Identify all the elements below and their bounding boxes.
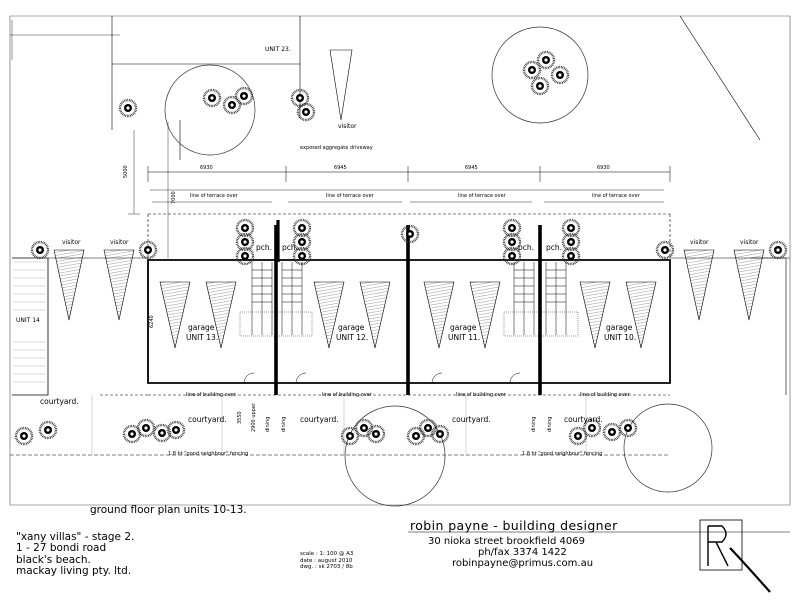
label-garage-12: garage [338, 323, 365, 332]
label-courtyard-14: courtyard. [40, 397, 79, 406]
project-suburb: black's beach. [16, 553, 91, 566]
label-fencing-left: 1.8 ht "good neighbour" fencing [168, 451, 249, 457]
label-terrace-over-10: line of terrace over [592, 193, 640, 199]
label-unit-11: UNIT 11. [448, 333, 481, 342]
drawing-scale: scale : 1: 100 @ A3 [300, 551, 354, 557]
label-unit-14: UNIT 14 [16, 317, 40, 324]
project-address: 1 - 27 bondi road [16, 542, 107, 555]
label-courtyard-10: courtyard. [564, 415, 603, 424]
label-courtyard-13: courtyard. [188, 415, 227, 424]
label-terrace-over-11: line of terrace over [458, 193, 506, 199]
label-terrace-over-12: line of terrace over [326, 193, 374, 199]
label-visitor-3: visitor [690, 239, 709, 246]
project-details: "xany villas" - stage 2. 1 - 27 bondi ro… [16, 531, 135, 577]
label-building-over-10: line of building over [580, 392, 630, 398]
label-porch-13: pch. [256, 243, 273, 252]
label-dining-13: dining [265, 416, 271, 432]
drawing-number: dwg. : sk 2703 / 8b [300, 564, 353, 571]
label-visitor-1: visitor [62, 239, 81, 246]
label-garage-10: garage [606, 323, 633, 332]
dim-top-4: 6930 [597, 165, 610, 171]
label-fencing-right: 1.8 ht "good neighbour" fencing [522, 451, 603, 457]
label-terrace-over-13: line of terrace over [190, 193, 238, 199]
designer-phone: ph/fax 3374 1422 [478, 546, 567, 558]
drawing-date: date : august 2010 [300, 557, 353, 564]
label-unit-13: UNIT 13. [186, 333, 219, 342]
label-driveway: exposed aggregate driveway [300, 145, 373, 151]
label-courtyard-11: courtyard. [452, 415, 491, 424]
dim-6240: 6240 [149, 315, 155, 328]
label-building-over-11: line of building over [456, 392, 506, 398]
designer-contact: 30 nioka street brookfield 4069 ph/fax 3… [428, 536, 594, 569]
dim-top-3: 6945 [465, 165, 478, 171]
drawing-meta: scale : 1: 100 @ A3 date : august 2010 d… [300, 551, 353, 571]
label-visitor-4: visitor [740, 239, 759, 246]
shrub-symbols [14, 50, 788, 446]
label-visitor-2: visitor [110, 239, 129, 246]
dim-top-2: 6945 [334, 165, 347, 171]
designer-logo [699, 519, 771, 593]
project-name: "xany villas" - stage 2. [16, 531, 135, 543]
parking-bay-markings [53, 249, 765, 349]
label-top-visitor: visitor [338, 123, 357, 130]
label-building-over-12: line of building over [322, 392, 372, 398]
label-porch-11: pch. [518, 243, 535, 252]
label-unit-12: UNIT 12. [336, 333, 369, 342]
designer-address: 30 nioka street brookfield 4069 [428, 536, 585, 547]
dim-5000: 5000 [123, 165, 129, 178]
label-dining-10: dining [547, 416, 553, 432]
project-client: mackay living pty. ltd. [16, 564, 132, 577]
label-unit-10: UNIT 10. [604, 333, 637, 342]
label-garage-13: garage [188, 323, 215, 332]
tree-canopies [164, 26, 713, 507]
dim-3550: 3550 [237, 411, 243, 424]
label-building-over-13: line of building over [186, 392, 236, 398]
drawing-title: ground floor plan units 10-13. [90, 504, 247, 516]
label-garage-11: garage [450, 323, 477, 332]
label-top-unit: UNIT 23. [265, 46, 291, 53]
label-courtyard-12: courtyard. [300, 415, 339, 424]
dim-2900-upper: 2900 upper [251, 403, 257, 432]
label-dining-12: dining [281, 416, 287, 432]
designer-email: robinpayne@primus.com.au [452, 557, 594, 569]
label-porch-10: pch. [546, 243, 563, 252]
designer-name: robin payne - building designer [410, 518, 618, 533]
dim-7000: 7000 [171, 191, 177, 204]
dim-top-1: 6930 [200, 165, 213, 171]
label-dining-11: dining [531, 416, 537, 432]
label-porch-12: pch. [282, 243, 299, 252]
